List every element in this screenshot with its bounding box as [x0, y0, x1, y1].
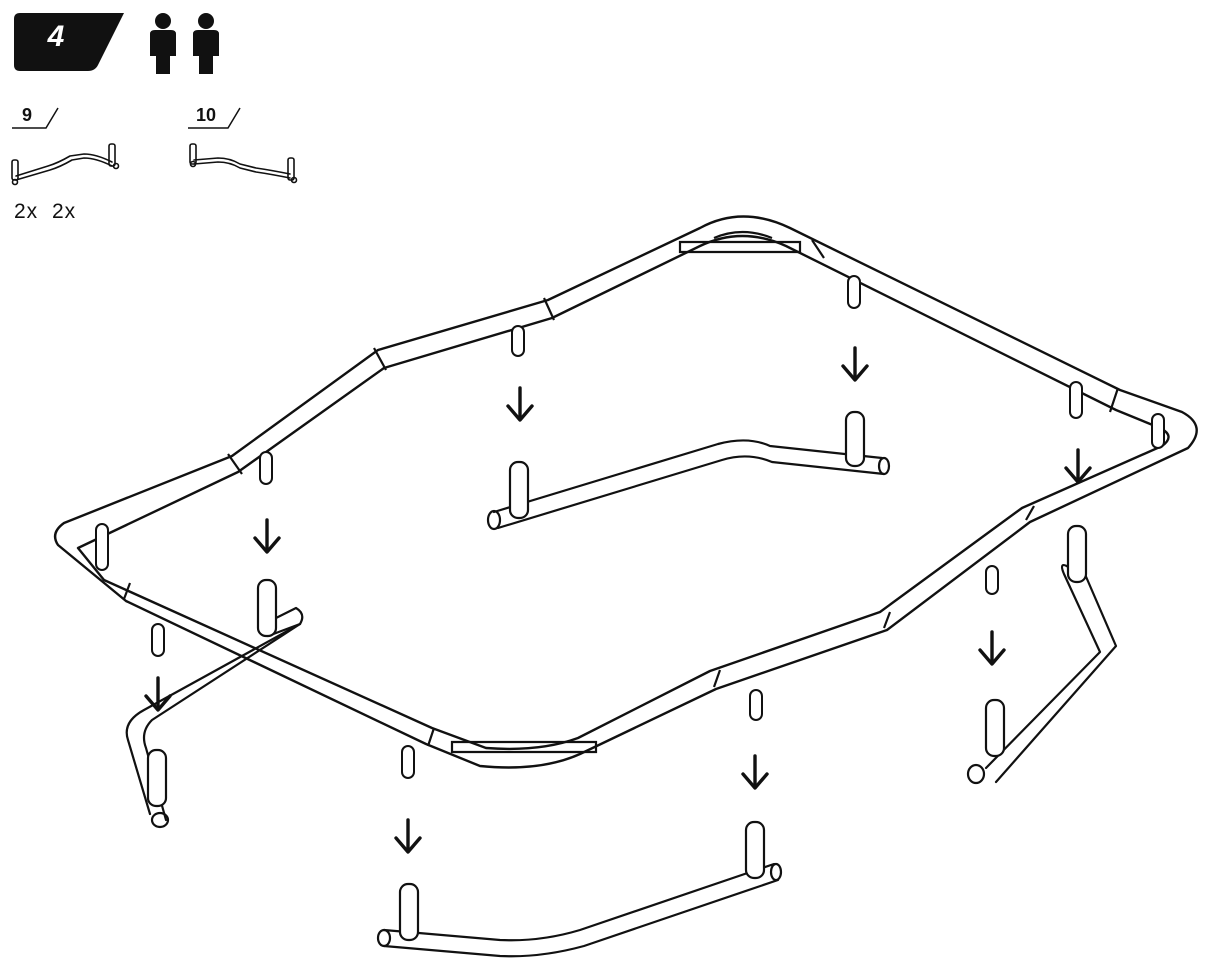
part-number: 9 [22, 105, 33, 125]
curved-tube-icon [189, 143, 298, 184]
curved-tube-icon [11, 143, 120, 186]
arrow-down-icon [841, 346, 869, 382]
part-quantity: 2x [52, 200, 77, 223]
step-badge [14, 13, 124, 71]
leg-tube-left [125, 578, 304, 829]
arrow-down-icon [978, 630, 1006, 666]
leg-tube-bottom [376, 820, 783, 958]
frame-inner-edge [76, 234, 1170, 751]
frame-joints [122, 239, 1120, 747]
arrow-down-icon [394, 818, 422, 854]
part-quantity: 2x [14, 200, 39, 223]
arrow-down-icon [1064, 448, 1092, 484]
frame-outer-edge [53, 215, 1198, 769]
direction-arrows [144, 346, 1092, 854]
arrow-down-icon [741, 754, 769, 790]
leg-tube-center [486, 410, 891, 531]
cross-braces [450, 230, 802, 754]
step-number: 4 [47, 20, 65, 53]
leg-tube-right [966, 524, 1118, 785]
part-number-underline [188, 107, 241, 129]
part-number: 10 [196, 105, 217, 125]
frame-ring [53, 215, 1198, 769]
part-number-underline [12, 107, 59, 129]
ring-connectors [95, 275, 1165, 779]
leg-tubes [125, 410, 1118, 958]
two-persons-icon [150, 13, 219, 74]
arrow-down-icon [506, 386, 534, 422]
arrow-down-icon [253, 518, 281, 554]
arrow-down-icon [144, 676, 172, 712]
